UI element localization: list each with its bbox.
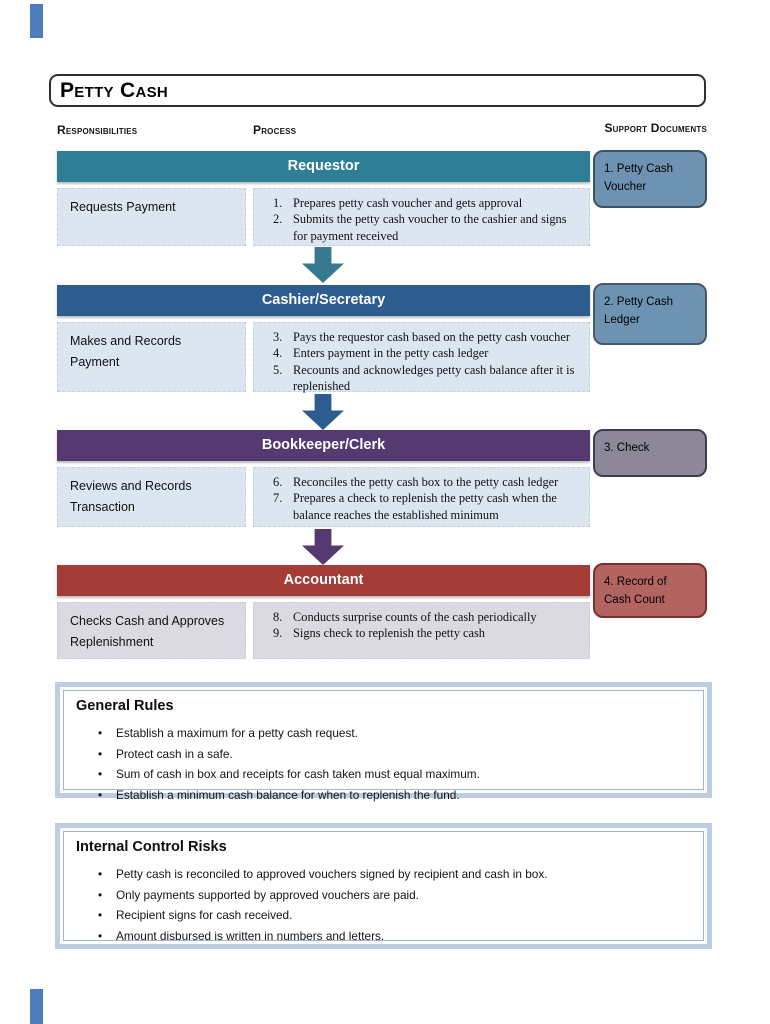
step-text: Reconciles the petty cash box to the pet… xyxy=(293,475,559,489)
rule-text: Establish a minimum cash balance for whe… xyxy=(116,787,460,802)
step-number: 7. xyxy=(273,491,283,506)
general-rules-box: General Rules Establish a maximum for a … xyxy=(55,682,712,802)
step-text: Enters payment in the petty cash ledger xyxy=(293,346,489,361)
bullet-icon xyxy=(98,885,116,906)
rule-item: Protect cash in a safe. xyxy=(76,744,691,765)
step-text: Prepares a check to replenish the petty … xyxy=(293,491,557,522)
internal-control-risks-box: Internal Control Risks Petty cash is rec… xyxy=(55,823,712,949)
process-box-accountant: 8. Conducts surprise counts of the cash … xyxy=(253,602,590,659)
process-step: 4. Enters payment in the petty cash ledg… xyxy=(260,345,579,361)
bullet-icon xyxy=(98,864,116,885)
process-step: 1. Prepares petty cash voucher and gets … xyxy=(260,195,579,211)
step-number: 5. xyxy=(273,362,283,377)
step-number: 8. xyxy=(273,610,283,624)
support-doc-record-of-cash-count: 4. Record of Cash Count xyxy=(593,563,707,618)
internal-control-risks-title: Internal Control Risks xyxy=(76,839,227,855)
bullet-icon xyxy=(98,723,116,744)
process-step: 3. Pays the requestor cash based on the … xyxy=(260,329,579,345)
page-edge-marker-bottom xyxy=(30,989,43,1024)
support-doc-petty-cash-ledger: 2. Petty Cash Ledger xyxy=(593,283,707,345)
role-band-cashier-secretary: Cashier/Secretary xyxy=(57,285,590,316)
process-box-bookkeeper: 6. Reconciles the petty cash box to the … xyxy=(253,467,590,527)
support-doc-check: 3. Check xyxy=(593,429,707,477)
process-box-requestor: 1. Prepares petty cash voucher and gets … xyxy=(253,188,590,246)
title-box: Petty Cash xyxy=(49,74,706,107)
column-header-support-documents: Support Documents xyxy=(604,121,707,135)
step-text: Conducts surprise counts of the cash per… xyxy=(293,610,537,624)
rule-item: Establish a minimum cash balance for whe… xyxy=(76,785,691,806)
risk-item: Petty cash is reconciled to approved vou… xyxy=(76,864,691,885)
bullet-icon xyxy=(98,785,116,806)
risk-item: Recipient signs for cash received. xyxy=(76,905,691,926)
risk-text: Petty cash is reconciled to approved vou… xyxy=(116,867,548,881)
process-step: 8. Conducts surprise counts of the cash … xyxy=(260,609,579,625)
role-band-requestor: Requestor xyxy=(57,151,590,182)
bullet-icon xyxy=(98,744,116,765)
general-rules-title: General Rules xyxy=(76,698,174,714)
step-text: Pays the requestor cash based on the pet… xyxy=(293,330,570,344)
rule-text: Establish a maximum for a petty cash req… xyxy=(116,726,358,740)
bullet-icon xyxy=(98,905,116,926)
column-header-responsibilities: Responsibilities xyxy=(57,123,138,137)
general-rules-inner: General Rules Establish a maximum for a … xyxy=(63,690,704,802)
risk-item: Amount disbursed is written in numbers a… xyxy=(76,926,691,947)
process-step: 2. Submits the petty cash voucher to the… xyxy=(260,211,579,244)
risk-text: Recipient signs for cash received. xyxy=(116,908,293,922)
step-text: Signs check to replenish the petty cash xyxy=(293,626,486,641)
page-edge-marker-top xyxy=(30,4,43,38)
step-number: 1. xyxy=(273,196,283,210)
step-text: Recounts and acknowledges petty cash bal… xyxy=(293,362,575,394)
risk-item: Only payments supported by approved vouc… xyxy=(76,885,691,906)
responsibility-requestor: Requests Payment xyxy=(57,188,246,246)
step-number: 4. xyxy=(273,346,283,361)
responsibility-accountant: Checks Cash and Approves Replenishment xyxy=(57,602,246,659)
role-band-bookkeeper-clerk: Bookkeeper/Clerk xyxy=(57,430,590,461)
step-number: 9. xyxy=(273,626,283,641)
bullet-icon xyxy=(98,926,116,947)
step-text: Prepares petty cash voucher and gets app… xyxy=(293,196,523,210)
process-step: 5. Recounts and acknowledges petty cash … xyxy=(260,362,579,395)
rule-item: Sum of cash in box and receipts for cash… xyxy=(76,764,691,785)
step-number: 3. xyxy=(273,330,283,344)
page-title: Petty Cash xyxy=(60,78,169,102)
step-number: 2. xyxy=(273,212,283,227)
support-doc-petty-cash-voucher: 1. Petty Cash Voucher xyxy=(593,150,707,208)
responsibility-cashier: Makes and Records Payment xyxy=(57,322,246,392)
internal-control-risks-inner: Internal Control Risks Petty cash is rec… xyxy=(63,831,704,943)
step-number: 6. xyxy=(273,475,283,489)
rule-item: Establish a maximum for a petty cash req… xyxy=(76,723,691,744)
column-header-process: Process xyxy=(253,123,297,137)
bullet-icon xyxy=(98,764,116,785)
process-step: 6. Reconciles the petty cash box to the … xyxy=(260,474,579,490)
rule-text: Protect cash in a safe. xyxy=(116,746,233,761)
risk-text: Amount disbursed is written in numbers a… xyxy=(116,928,385,943)
responsibility-bookkeeper: Reviews and Records Transaction xyxy=(57,467,246,527)
risk-text: Only payments supported by approved vouc… xyxy=(116,887,419,902)
process-step: 7. Prepares a check to replenish the pet… xyxy=(260,490,579,523)
down-arrow-icon xyxy=(302,247,344,283)
step-text: Submits the petty cash voucher to the ca… xyxy=(293,212,567,243)
role-band-accountant: Accountant xyxy=(57,565,590,596)
rule-text: Sum of cash in box and receipts for cash… xyxy=(116,767,480,781)
down-arrow-icon xyxy=(302,394,344,430)
process-step: 9. Signs check to replenish the petty ca… xyxy=(260,625,579,641)
process-box-cashier: 3. Pays the requestor cash based on the … xyxy=(253,322,590,395)
down-arrow-icon xyxy=(302,529,344,565)
